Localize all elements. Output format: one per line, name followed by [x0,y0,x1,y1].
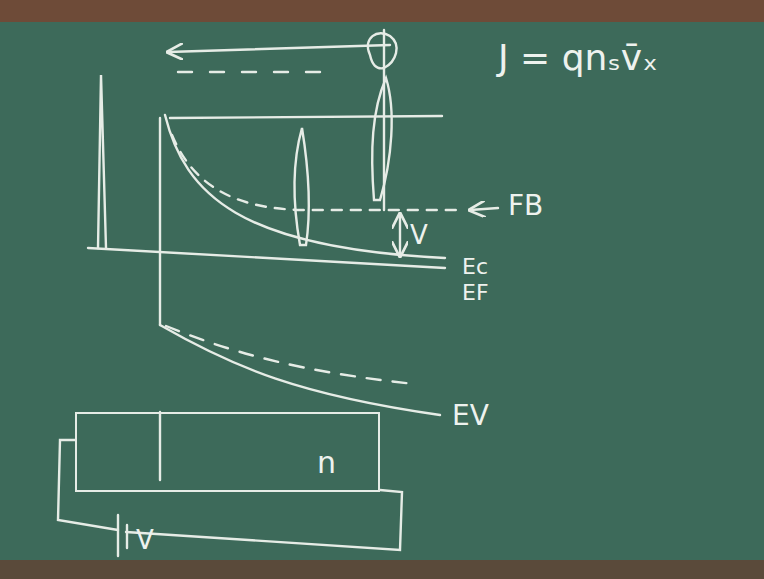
chalk-label: Ec [462,256,488,278]
chalk-label: J = qnₛv̄ₓ [498,40,658,76]
chalk-label: EF [462,282,489,304]
board-ledge [0,560,764,579]
chalk-lines [58,30,498,556]
chalk-label: V [410,222,428,248]
chalk-label: V [136,527,154,553]
region-label: n [317,448,336,478]
device-box: n [75,412,380,492]
chalk-label: EV [452,402,489,430]
chalk-label: FB [508,192,543,220]
board-frame [0,0,764,22]
